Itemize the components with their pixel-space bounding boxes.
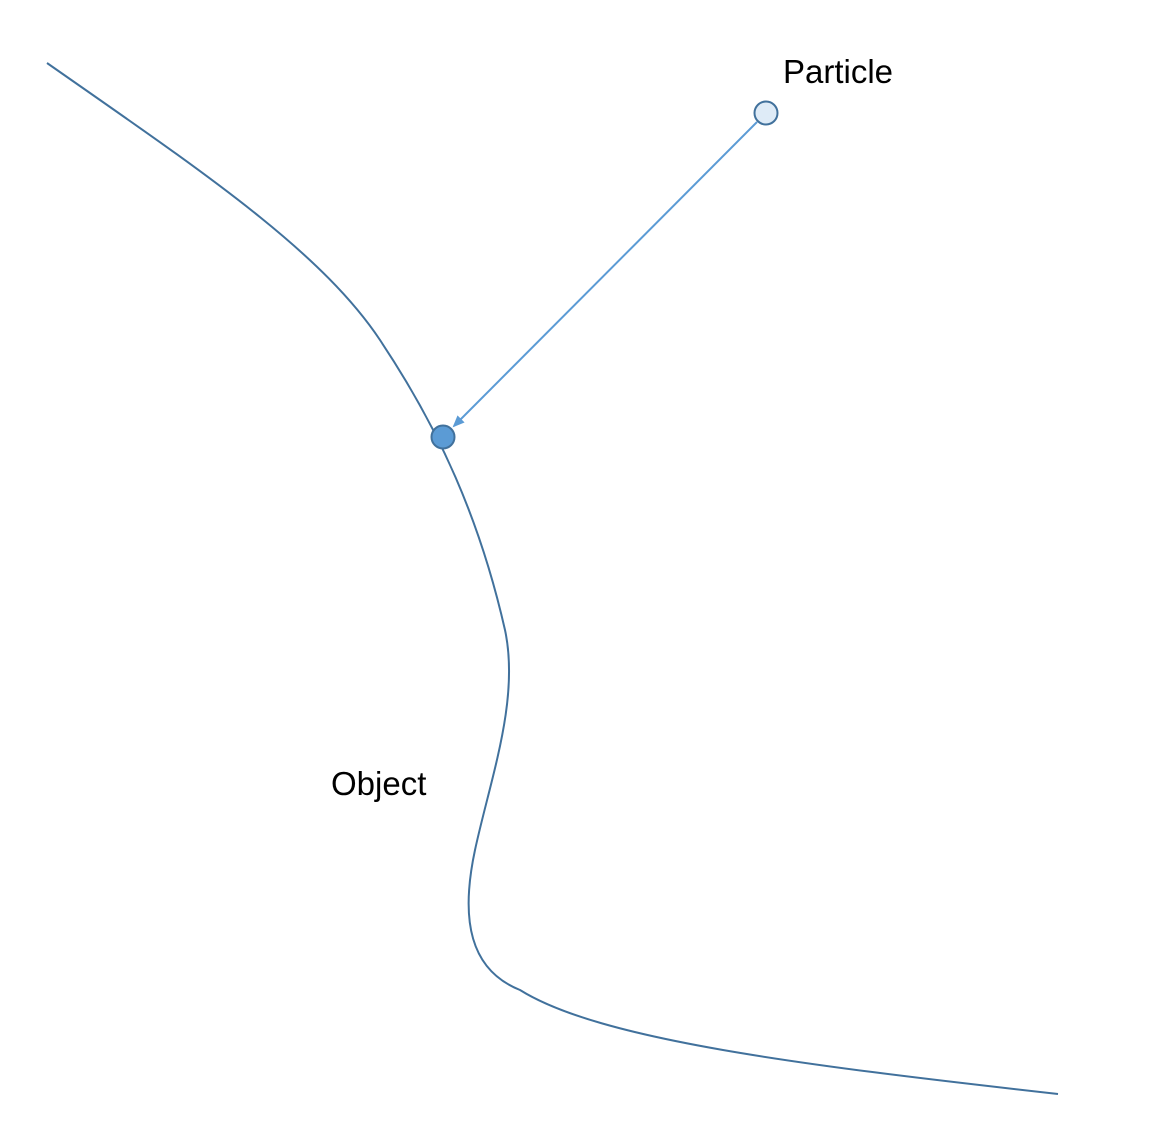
object-label: Object [331, 765, 426, 802]
particle-point [753, 100, 779, 126]
particle-label: Particle [783, 53, 893, 90]
trajectory-arrow [452, 121, 758, 428]
contact-point [430, 424, 456, 450]
object-curve [46, 62, 1059, 1095]
